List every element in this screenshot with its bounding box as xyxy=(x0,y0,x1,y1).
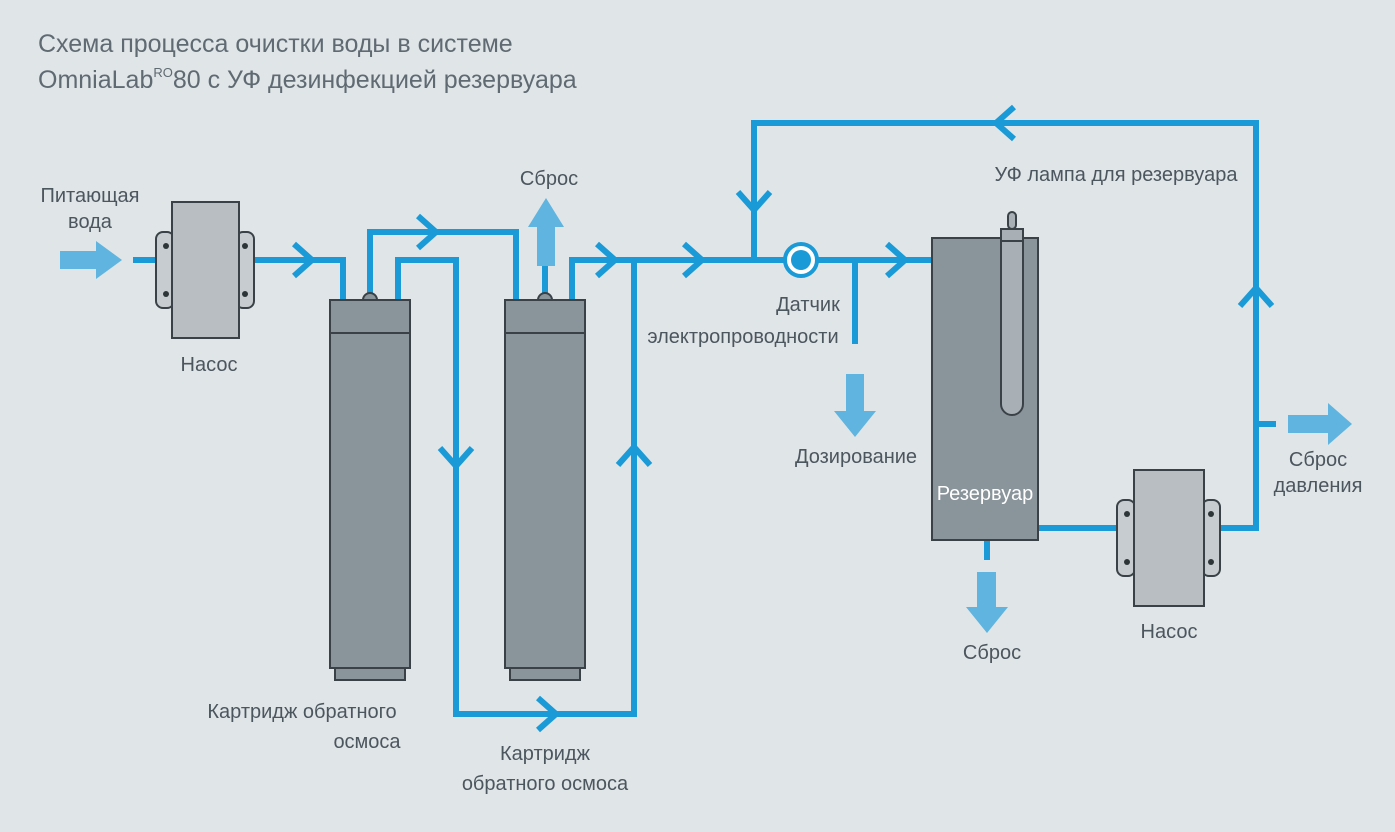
title-suffix: 80 с УФ дезинфекцией резервуара xyxy=(173,66,577,94)
bolt xyxy=(1208,559,1214,565)
cartridge-1-body xyxy=(329,332,411,669)
bolt xyxy=(1124,559,1130,565)
reservoir xyxy=(931,211,1039,541)
label-feed-water-1: Питающая xyxy=(40,185,139,207)
flow-chevron xyxy=(416,213,441,251)
label-cartridge-1-line-1: Картридж обратного xyxy=(207,701,396,723)
labels: Питающая вода Насос Сброс Картридж обрат… xyxy=(40,164,1362,795)
bolt xyxy=(163,243,169,249)
label-sensor-line-1: Датчик xyxy=(776,294,840,316)
bolt xyxy=(1208,511,1214,517)
label-cartridge-2-line-1: Картридж xyxy=(500,743,591,765)
cartridge-2-port xyxy=(536,292,554,301)
flow-chevron xyxy=(682,241,707,279)
flow-chevron xyxy=(536,695,561,733)
label-pressure-relief-1: Сброс xyxy=(1289,449,1347,471)
label-reservoir: Резервуар xyxy=(937,483,1034,505)
pipes xyxy=(133,120,1276,717)
cartridge-2-cap xyxy=(504,299,586,334)
label-cartridge-2-line-2: обратного осмоса xyxy=(462,773,629,795)
uv-lamp-cap xyxy=(1000,228,1024,242)
cartridge-1-cap xyxy=(329,299,411,334)
sensor-core xyxy=(791,250,811,270)
label-uv-lamp: УФ лампа для резервуара xyxy=(995,164,1239,186)
cartridge-2-body xyxy=(504,332,586,669)
pipe-cartridge2-outlet xyxy=(569,257,786,300)
pipe-bypass-loop xyxy=(395,257,637,717)
title-line-2: OmniaLabRO80 с УФ дезинфекцией резервуар… xyxy=(38,65,577,94)
title-superscript: RO xyxy=(153,65,173,80)
flow-chevron xyxy=(292,241,317,279)
uv-lamp-tube xyxy=(1000,228,1024,416)
pipe-pump1-to-cartridge1 xyxy=(250,257,346,300)
cartridge-1 xyxy=(329,292,411,681)
flow-chevron xyxy=(991,104,1016,142)
flow-chevron xyxy=(735,190,773,215)
cartridge-1-port xyxy=(361,292,379,301)
dosing-arrow xyxy=(834,374,876,437)
title-product-name: OmniaLab xyxy=(38,66,153,94)
pipe-cartridge1-to-cartridge2 xyxy=(367,229,519,300)
title-line-1: Схема процесса очистки воды в системе xyxy=(38,30,513,58)
pump-1-body xyxy=(171,201,240,339)
label-pump-1: Насос xyxy=(181,354,238,376)
external-flow-arrows xyxy=(60,198,1352,633)
pipe-recirculation-loop xyxy=(751,120,1259,531)
flow-chevron xyxy=(437,446,475,471)
cartridge-1-base xyxy=(334,667,406,681)
label-pressure-relief-2: давления xyxy=(1274,475,1363,497)
label-drain-bottom: Сброс xyxy=(963,642,1021,664)
pressure-relief-arrow xyxy=(1288,403,1352,445)
drain-up-arrow xyxy=(528,198,564,266)
bolt xyxy=(242,291,248,297)
feed-water-arrow xyxy=(60,241,122,279)
label-drain-top: Сброс xyxy=(520,168,578,190)
flow-direction-markers xyxy=(292,104,1275,733)
flow-chevron xyxy=(1237,283,1275,308)
cartridge-2 xyxy=(504,292,586,681)
label-sensor-line-2: электропроводности xyxy=(647,326,838,348)
bolt xyxy=(242,243,248,249)
pump-2-body xyxy=(1133,469,1205,607)
flow-chevron xyxy=(595,241,620,279)
label-pump-2: Насос xyxy=(1141,621,1198,643)
label-dosing: Дозирование xyxy=(795,446,917,468)
conductivity-sensor xyxy=(783,242,819,278)
label-cartridge-1-line-2: осмоса xyxy=(333,731,401,753)
bolt xyxy=(1124,511,1130,517)
bolt xyxy=(163,291,169,297)
drain-down-arrow xyxy=(966,572,1008,633)
uv-lamp-connector xyxy=(1007,211,1017,230)
label-feed-water-2: вода xyxy=(68,211,113,233)
cartridge-2-base xyxy=(509,667,581,681)
flow-chevron xyxy=(885,241,910,279)
pump-2 xyxy=(1116,469,1221,607)
flow-chevron xyxy=(615,442,653,467)
pump-1 xyxy=(155,201,255,339)
